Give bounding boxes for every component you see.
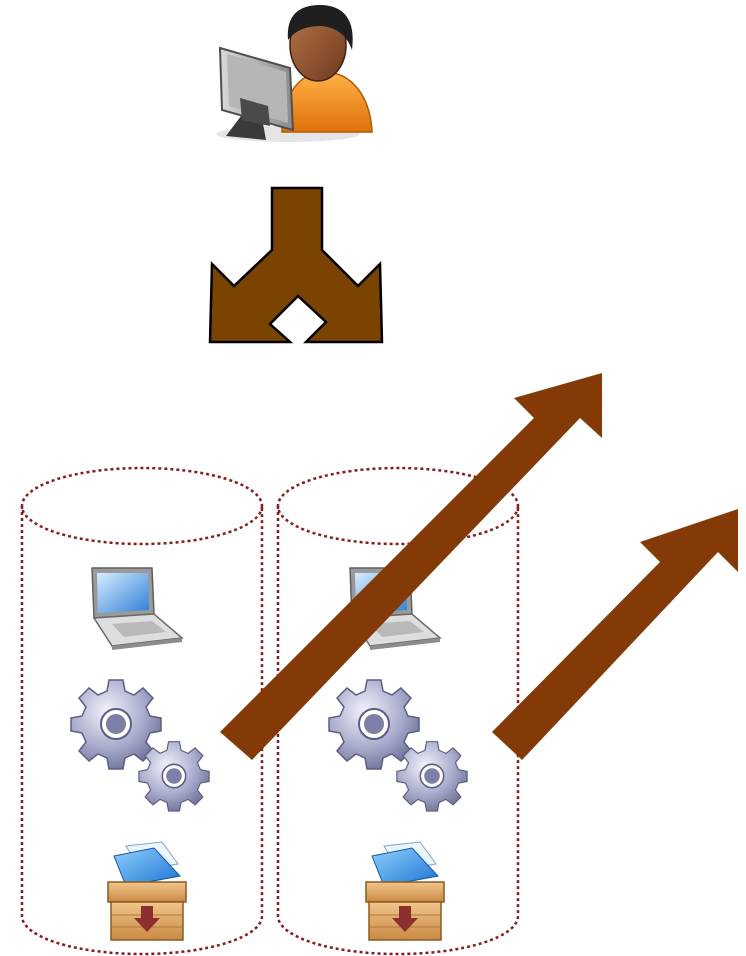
diagonal-arrow-icon [492, 509, 738, 760]
package-archive-icon [365, 841, 445, 941]
outbound-arrows [220, 373, 738, 760]
laptop-icon [91, 567, 183, 651]
split-arrow-icon [208, 186, 384, 344]
gears-icon [328, 679, 468, 812]
container-left [20, 466, 264, 956]
package-archive-icon [107, 841, 187, 941]
container-right [276, 466, 520, 956]
diagonal-arrow-icon [220, 373, 602, 760]
gears-icon [70, 679, 210, 812]
user-at-computer-icon [216, 5, 373, 142]
